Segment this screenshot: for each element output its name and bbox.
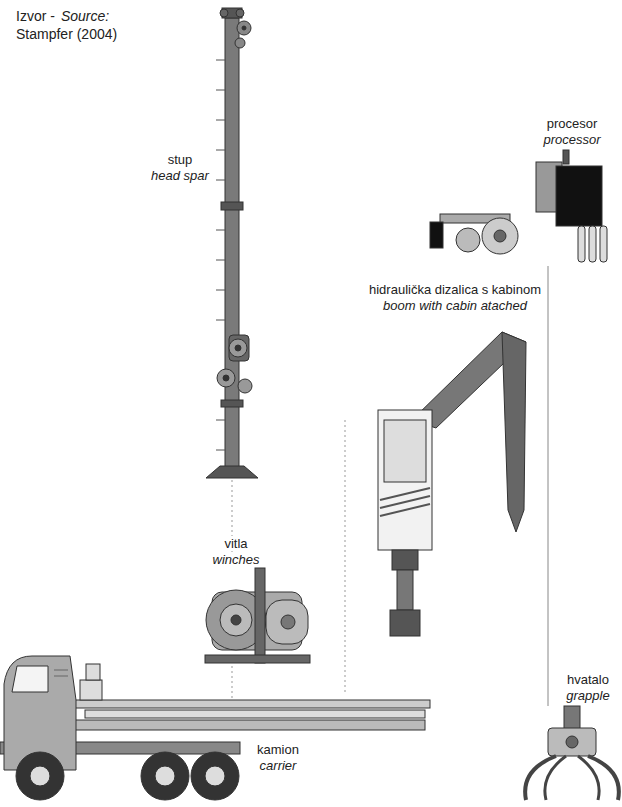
guide-lines <box>232 266 548 706</box>
part-name: grapple <box>564 688 611 703</box>
source-note: Izvor - <box>14 8 57 25</box>
part-name: kamion <box>255 742 301 757</box>
processor-head <box>430 150 607 262</box>
truck-carrier <box>0 656 430 800</box>
source-note: Source: <box>59 8 111 25</box>
part-name: procesor <box>545 116 600 131</box>
boom-with-cabin <box>378 332 526 636</box>
winch-unit <box>205 568 310 663</box>
source-note: Stampfer (2004) <box>14 26 119 43</box>
part-name: winches <box>211 552 262 567</box>
grapple-tool <box>525 706 619 800</box>
part-name: carrier <box>258 758 299 773</box>
part-name: processor <box>541 132 602 147</box>
head-spar <box>206 8 258 478</box>
part-name: hvatalo <box>565 672 611 687</box>
part-name: vitla <box>222 536 249 551</box>
part-name: boom with cabin atached <box>381 298 529 313</box>
part-name: stup <box>166 152 195 167</box>
part-name: head spar <box>149 168 211 183</box>
part-name: hidraulička dizalica s kabinom <box>367 282 543 297</box>
